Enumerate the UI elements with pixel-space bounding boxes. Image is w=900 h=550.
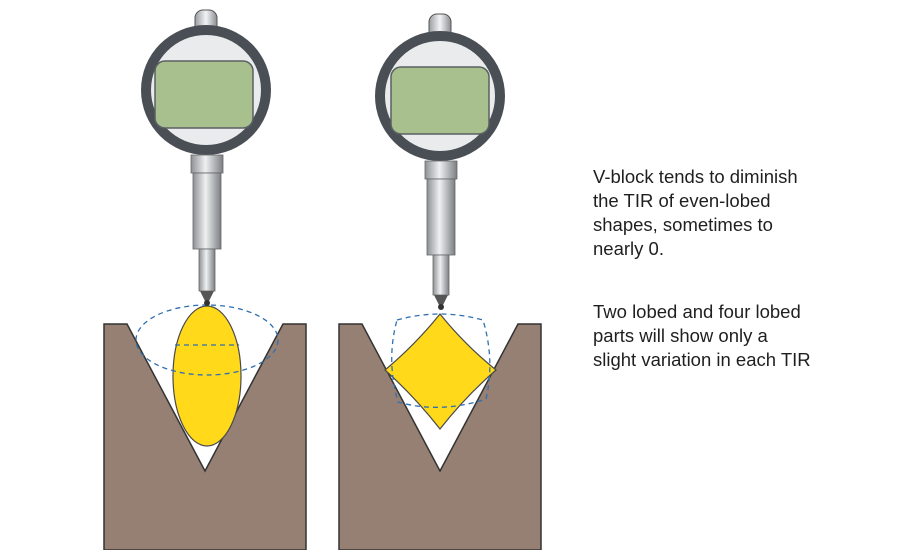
lcd-screen [390,66,490,135]
dial-indicator-icon [141,9,271,306]
part-ellipse [172,305,242,447]
caption-lobed-parts: Two lobed and four lobed parts will show… [593,300,883,372]
lcd-screen [154,60,254,129]
dial-indicator-icon [375,13,505,310]
caption-vblock-tir: V-block tends to diminish the TIR of eve… [593,165,883,261]
setup-four-lobed [338,13,542,550]
caption-text-1: V-block tends to diminish the TIR of eve… [593,166,798,259]
v-block-right [338,323,542,550]
v-block-left [103,323,307,550]
setup-two-lobed [103,9,307,550]
rotation-outline-square [391,313,491,408]
part-four-lobed [384,313,497,430]
caption-text-2: Two lobed and four lobed parts will show… [593,301,811,370]
